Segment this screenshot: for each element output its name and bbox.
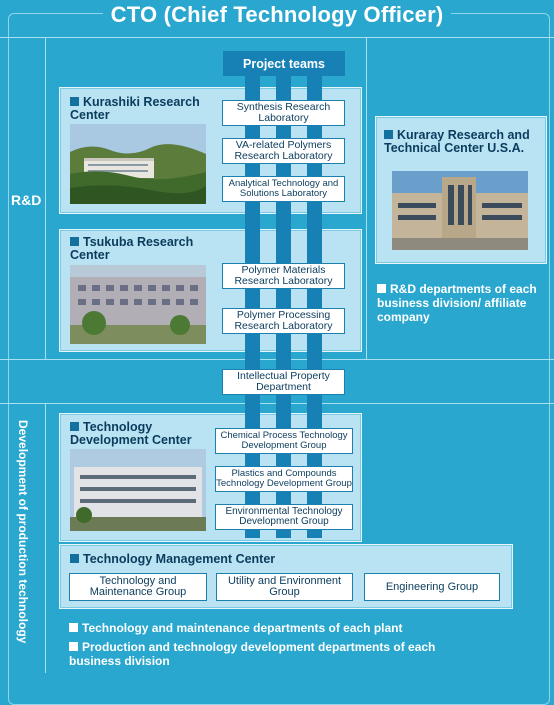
bullet-icon	[70, 97, 79, 106]
lab-box: Analytical Technology and Solutions Labo…	[222, 176, 345, 202]
kurashiki-photo	[70, 124, 206, 204]
kuraray-usa-photo	[392, 171, 528, 250]
kurashiki-heading: Kurashiki Research Center	[70, 95, 200, 122]
lab-box: Synthesis Research Laboratory	[222, 100, 345, 126]
bullet-icon	[69, 623, 78, 632]
tdc-group-box: Environmental Technology Development Gro…	[215, 504, 353, 530]
tmc-heading: Technology Management Center	[70, 553, 370, 566]
rd-left-divider	[45, 37, 46, 359]
tsukuba-photo	[70, 265, 206, 344]
tmc-group-box: Engineering Group	[364, 573, 500, 601]
tdc-group-box: Chemical Process Technology Development …	[215, 428, 353, 454]
tdc-photo	[70, 449, 206, 531]
bullet-icon	[69, 642, 78, 651]
ip-department-box: Intellectual Property Department	[222, 369, 345, 395]
lab-box: VA-related Polymers Research Laboratory	[222, 138, 345, 164]
rd-top-divider	[0, 37, 554, 38]
rd-middle-divider	[366, 37, 367, 359]
plant-departments-note: Technology and maintenance departments o…	[69, 621, 539, 635]
bullet-icon	[70, 554, 79, 563]
bullet-icon	[377, 284, 386, 293]
bullet-icon	[70, 422, 79, 431]
tsukuba-heading: Tsukuba Research Center	[70, 235, 194, 262]
bullet-icon	[384, 130, 393, 139]
tmc-group-box: Utility and Environment Group	[216, 573, 353, 601]
tmc-group-box: Technology and Maintenance Group	[69, 573, 207, 601]
tdc-group-box: Plastics and Compounds Technology Develo…	[215, 466, 353, 492]
kuraray-usa-heading: Kuraray Research and Technical Center U.…	[384, 128, 530, 155]
rd-departments-note: R&D departments of each business divisio…	[377, 282, 537, 324]
lab-box: Polymer Processing Research Laboratory	[222, 308, 345, 334]
project-teams-header: Project teams	[223, 51, 345, 76]
business-division-note: Production and technology development de…	[69, 640, 436, 668]
lab-box: Polymer Materials Research Laboratory	[222, 263, 345, 289]
cto-title: CTO (Chief Technology Officer)	[0, 2, 554, 28]
rd-label: R&D	[11, 192, 42, 208]
tdc-heading: Technology Development Center	[70, 420, 192, 447]
bullet-icon	[70, 237, 79, 246]
production-label: Development of production technology	[16, 420, 30, 644]
production-left-divider	[45, 403, 46, 673]
